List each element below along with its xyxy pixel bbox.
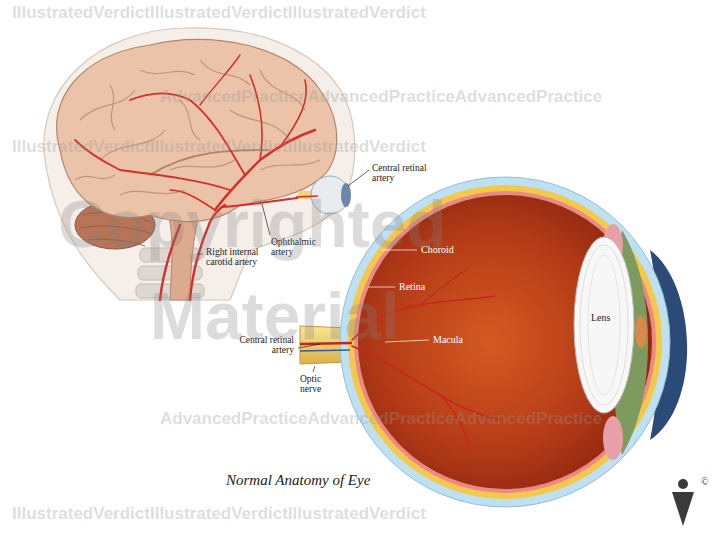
- watermark-text: AdvancedPracticeAdvancedPracticeAdvanced…: [160, 410, 602, 429]
- pupil: [635, 316, 647, 348]
- ciliary-body: [603, 416, 623, 460]
- lens-layer: [588, 255, 620, 395]
- part-label: Optic nerve: [300, 374, 340, 395]
- lens-layer: [580, 245, 628, 405]
- leader-line: [313, 366, 315, 372]
- watermark-text: Copyrighted: [58, 188, 447, 261]
- part-label: Retina: [399, 281, 449, 292]
- retinal-vessel: [352, 346, 500, 420]
- brain-gyrus: [75, 60, 320, 195]
- part-label: Macula: [433, 334, 483, 345]
- brain-gyrus: [80, 90, 135, 120]
- watermark-text: IllustratedVerdictIllustratedVerdictIllu…: [12, 505, 426, 524]
- leader-line: [348, 170, 369, 186]
- part-label: Lens: [591, 312, 621, 323]
- copyright-symbol: ©: [701, 476, 715, 487]
- retinal-vessel: [420, 268, 470, 305]
- publisher-logo: [672, 479, 694, 526]
- brain-gyrus: [110, 85, 115, 130]
- watermark-text: Material: [150, 280, 399, 353]
- watermark-text: AdvancedPracticeAdvancedPracticeAdvanced…: [160, 88, 602, 107]
- brain-gyrus: [140, 70, 195, 75]
- figure-caption: Normal Anatomy of Eye: [226, 472, 370, 489]
- lens: [574, 237, 634, 413]
- watermark-text: IllustratedVerdictIllustratedVerdictIllu…: [12, 4, 426, 23]
- publisher-logo: [672, 492, 694, 526]
- publisher-logo: [678, 479, 688, 489]
- brain-gyrus: [260, 160, 320, 170]
- part-label: Central retinal artery: [372, 163, 444, 184]
- brain: [57, 39, 337, 300]
- brain-gyrus: [200, 60, 250, 85]
- watermark-text: IllustratedVerdictIllustratedVerdictIllu…: [12, 138, 426, 157]
- brain-gyrus: [75, 175, 115, 180]
